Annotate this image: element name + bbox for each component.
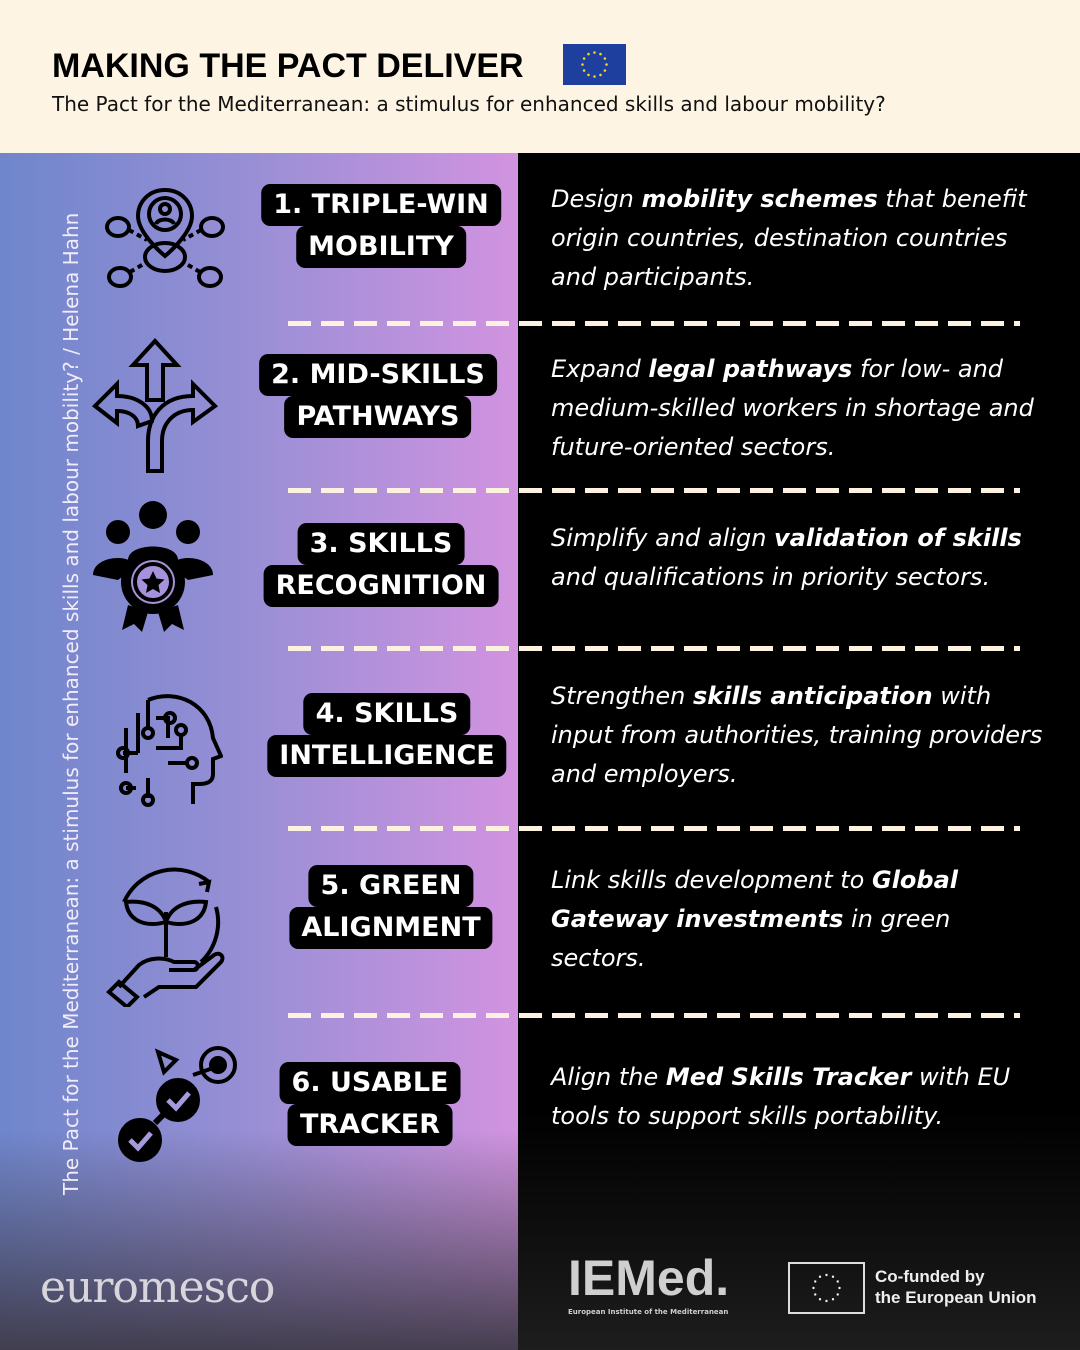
item-label-line2: MOBILITY [296,226,466,268]
description-text: Link skills development to [551,866,872,894]
item-label-line1: 1. TRIPLE-WIN [261,184,501,226]
description-text: Expand [551,355,649,383]
eu-flag-outline-icon [788,1262,865,1314]
star-icon [593,51,596,54]
description-emphasis: legal pathways [648,355,853,383]
item-label-line1: 5. GREEN [308,865,474,907]
star-icon [603,57,607,60]
diverging-arrows-icon [90,336,220,480]
description-text: and qualifications in priority sectors. [551,563,991,591]
star-icon [825,1273,828,1277]
item-description: Design mobility schemes that benefit ori… [551,180,1051,297]
iemed-subtitle: European Institute of the Mediterranean [568,1308,729,1316]
description-text: with EU tools to support skills portabil… [551,1063,1011,1130]
iemed-logo: IEMed. European Institute of the Mediter… [568,1252,729,1316]
item-label-line2: PATHWAYS [284,396,472,438]
star-icon [825,1299,828,1303]
star-icon [599,52,602,56]
item-description: Simplify and align validation of skills … [551,519,1051,597]
cofunded-label: Co-funded by the European Union [875,1266,1037,1308]
description-text: for low- and medium-skilled workers in s… [551,355,1034,461]
sidebar-vertical-text: The Pact for the Mediterranean: a stimul… [59,212,83,1195]
star-icon [814,1293,817,1296]
page-title: MAKING THE PACT DELIVER [52,47,524,85]
cofunded-line1: Co-funded by [875,1267,985,1286]
item-label-line2: RECOGNITION [263,565,499,607]
star-icon [605,63,608,66]
dashed-divider [288,321,1020,326]
dashed-divider [288,1013,1020,1018]
item-label-line2: INTELLIGENCE [267,735,507,777]
item-description: Link skills development to Global Gatewa… [551,861,1051,978]
description-text: with input from authorities, training pr… [551,682,1043,788]
description-text: in green sectors. [551,905,951,972]
item-label-line1: 2. MID-SKILLS [259,354,497,396]
star-icon [603,69,607,72]
hand-plant-icon [104,862,229,1011]
star-icon [831,1275,835,1278]
dashed-divider [288,826,1020,831]
star-icon [587,52,590,56]
description-text: Align the [551,1063,666,1091]
page-subtitle: The Pact for the Mediterranean: a stimul… [52,92,886,116]
item-label-line1: 6. USABLE [279,1062,461,1104]
item-description: Align the Med Skills Tracker with EU too… [551,1058,1051,1136]
circuit-head-icon [108,688,224,812]
star-icon [581,63,584,66]
description-emphasis: skills anticipation [692,682,933,710]
description-emphasis: validation of skills [774,524,1022,552]
star-icon [587,73,590,77]
description-emphasis: Med Skills Tracker [665,1063,912,1091]
star-icon [838,1286,841,1290]
star-icon [836,1280,839,1283]
item-label-line1: 4. SKILLS [303,693,471,735]
network-location-icon [100,182,230,296]
star-icon [582,57,586,60]
star-icon [814,1280,817,1283]
cofunded-line2: the European Union [875,1288,1037,1307]
iemed-wordmark: IEMed. [568,1250,730,1306]
star-icon [812,1286,815,1290]
description-emphasis: Global Gateway investments [551,866,959,933]
item-label-line1: 3. SKILLS [297,523,465,565]
description-emphasis: mobility schemes [641,185,878,213]
star-icon [593,75,596,78]
header: MAKING THE PACT DELIVER The Pact for the… [0,0,1080,153]
item-description: Expand legal pathways for low- and mediu… [551,350,1051,467]
item-label-line2: ALIGNMENT [289,907,493,949]
group-badge-icon [88,500,218,639]
dashed-divider [288,488,1020,493]
item-description: Strengthen skills anticipation with inpu… [551,677,1051,794]
star-icon [582,69,586,72]
euromesco-logo: euromesco [40,1262,275,1313]
description-text: that benefit origin countries, destinati… [551,185,1027,291]
star-icon [831,1298,835,1301]
eu-flag-icon [563,44,626,85]
dashed-divider [288,646,1020,651]
target-checkpoints-icon [118,1040,243,1169]
right-panel [518,153,1080,1350]
star-icon [818,1298,822,1301]
star-icon [836,1293,839,1296]
star-icon [818,1275,822,1278]
description-text: Strengthen [551,682,693,710]
description-text: Simplify and align [551,524,775,552]
item-label-line2: TRACKER [287,1104,453,1146]
description-text: Design [551,185,642,213]
star-icon [599,73,602,77]
